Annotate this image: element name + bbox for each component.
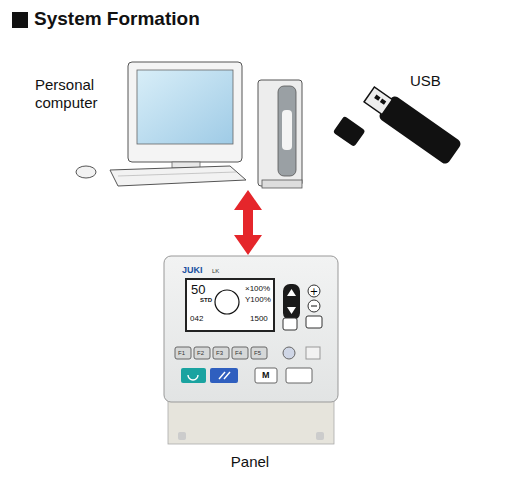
model-name: LK	[212, 268, 219, 274]
screen-value: Y100%	[245, 296, 271, 304]
computer-illustration	[76, 62, 302, 188]
key-label: F3	[216, 350, 223, 356]
key-label: F1	[178, 350, 185, 356]
usb-illustration	[333, 83, 463, 166]
key-label: M	[262, 371, 270, 380]
screen-value: 042	[190, 315, 203, 323]
screen-value: 50	[191, 283, 205, 296]
diagram-title: System Formation	[34, 8, 200, 30]
node-label: Personal computer	[35, 76, 130, 112]
usb-node: USB	[335, 60, 470, 200]
node-label: Panel	[160, 453, 340, 471]
double-arrow	[234, 190, 262, 255]
svg-text:+: +	[310, 286, 318, 297]
key-label: F5	[254, 350, 261, 356]
screen-value: 1500	[250, 315, 268, 323]
key-label: F2	[197, 350, 204, 356]
screen-text: STD	[200, 297, 212, 303]
computer-node: Personal computer	[30, 58, 320, 190]
node-label: USB	[410, 72, 465, 90]
panel-illustration: +	[164, 256, 338, 444]
title-square	[12, 12, 28, 28]
brand-logo: JUKI	[182, 266, 203, 275]
key-label: F4	[235, 350, 242, 356]
screen-value: ×100%	[245, 285, 270, 293]
